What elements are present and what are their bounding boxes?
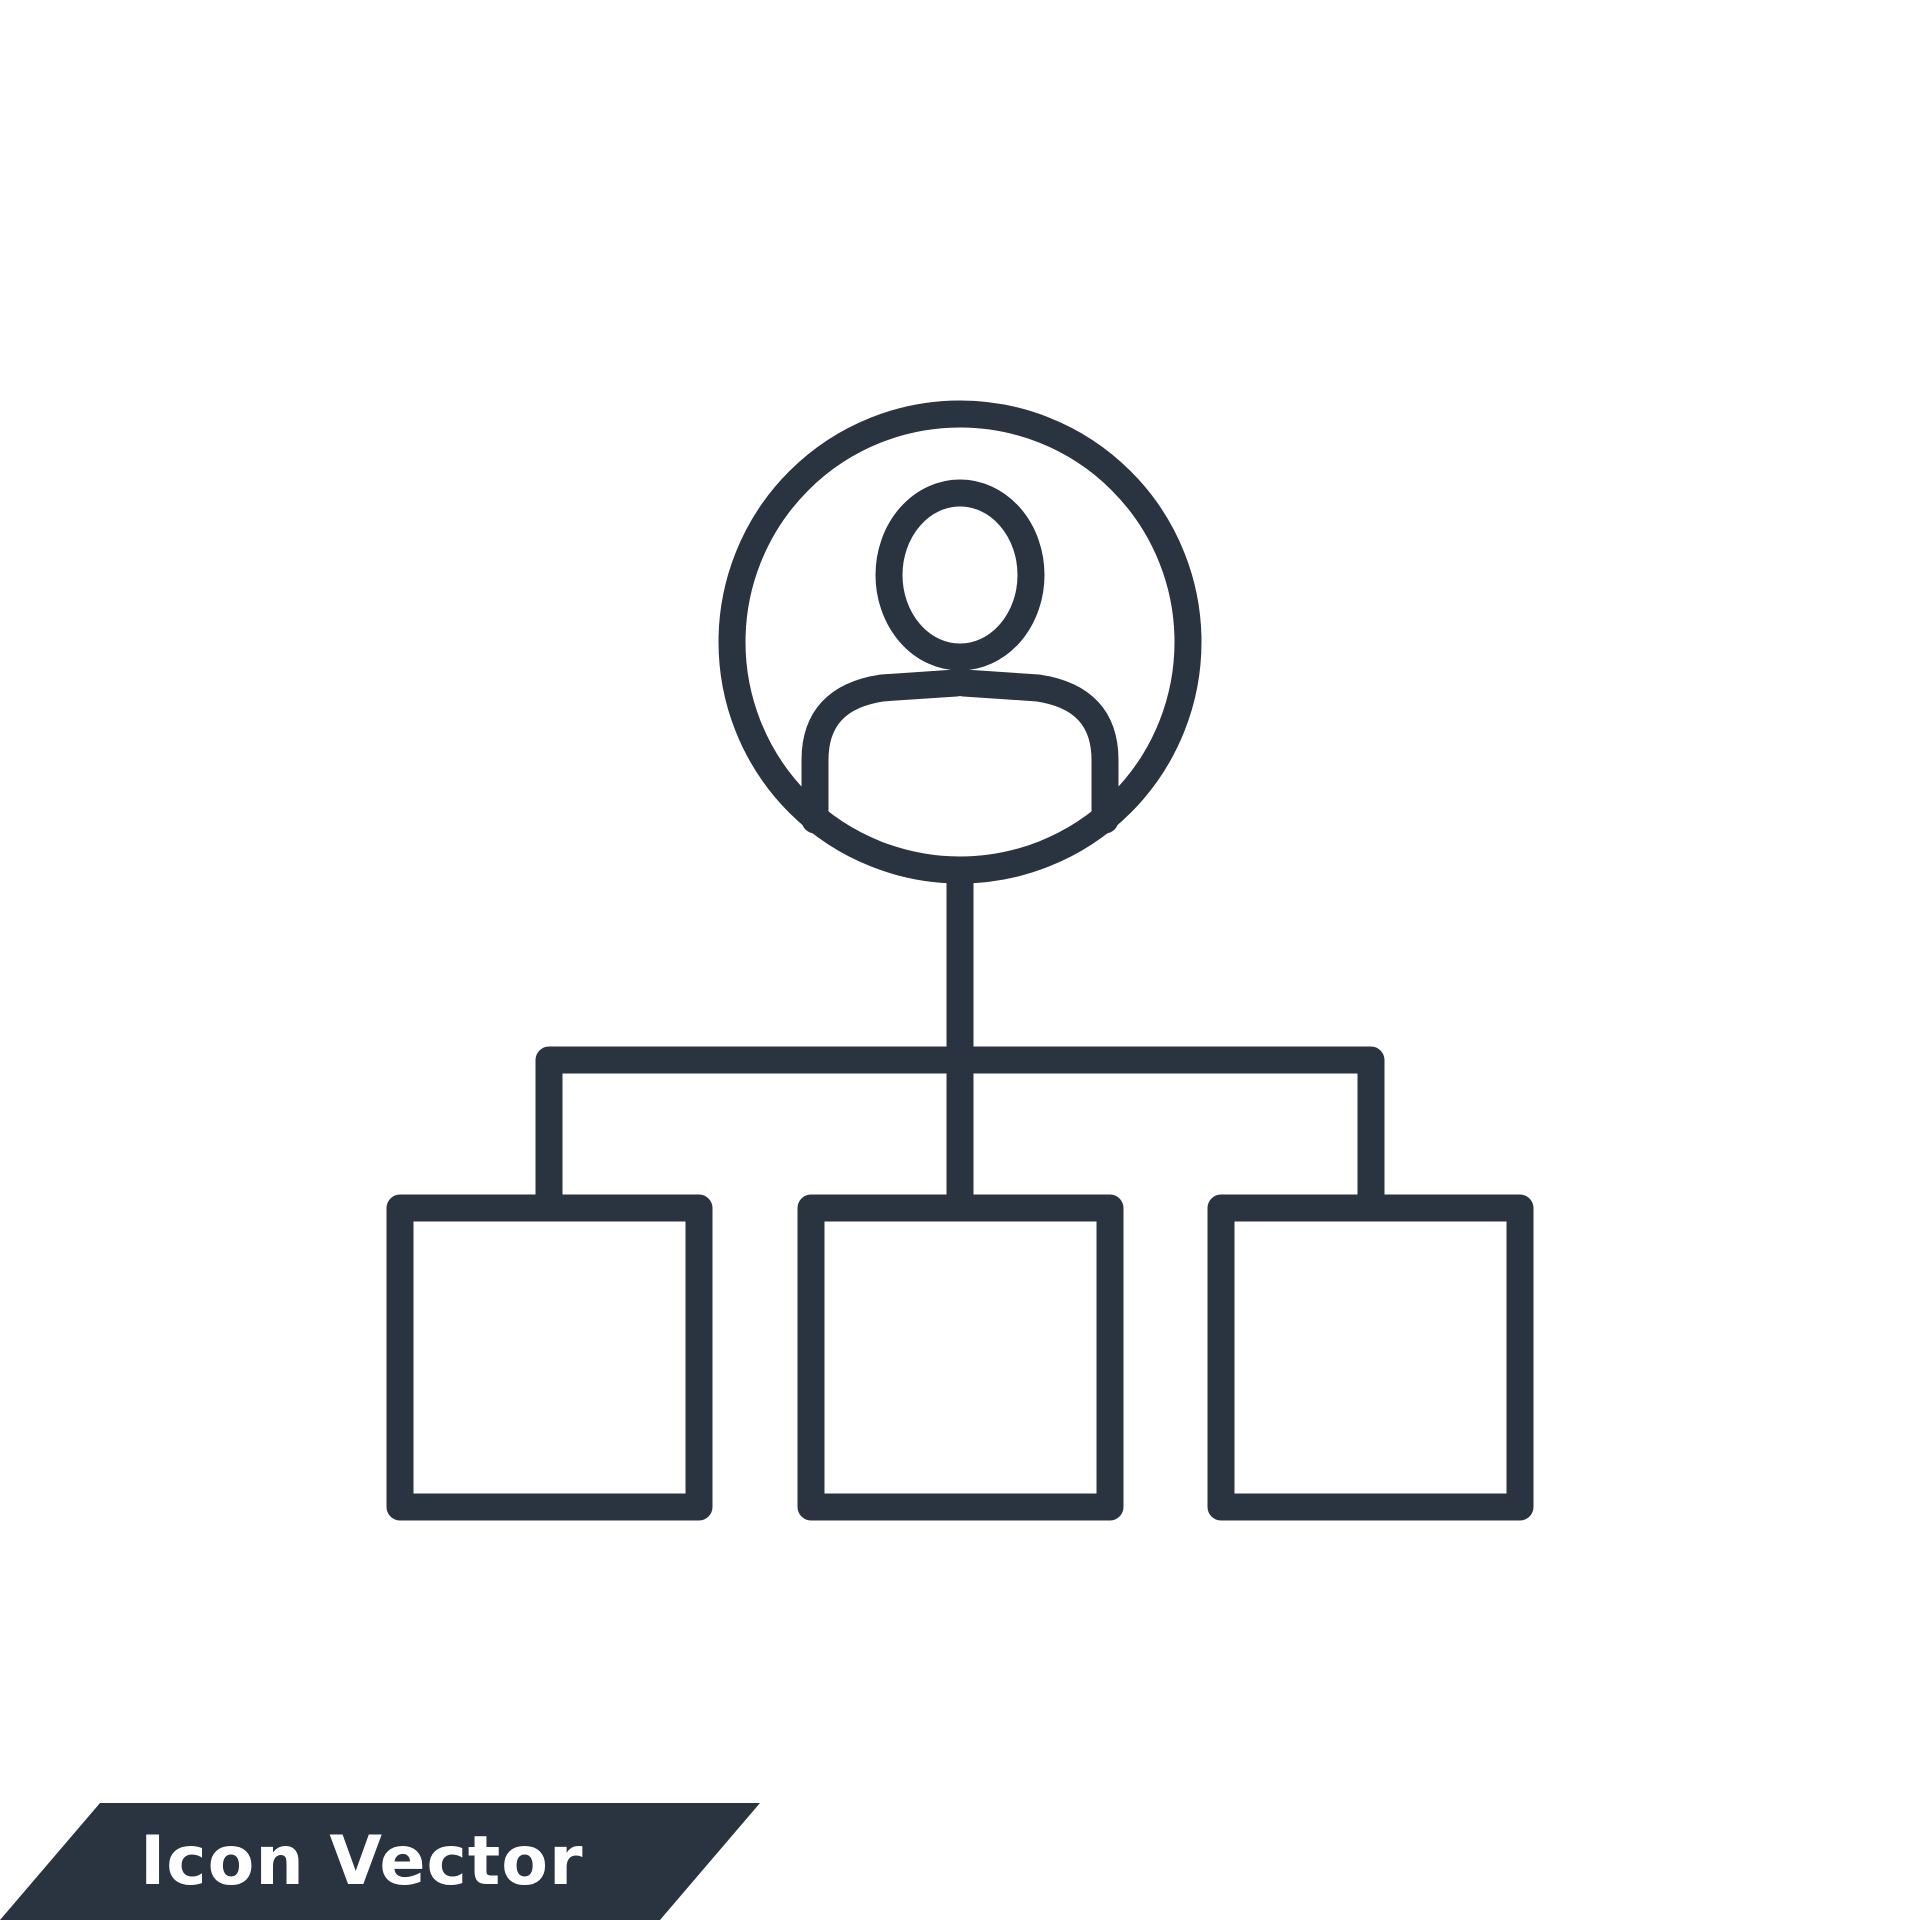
banner-background [0, 1803, 760, 1920]
child-box-center [797, 1194, 1124, 1521]
person-body-icon [801, 669, 1119, 834]
child-box-left [386, 1194, 713, 1521]
banner-label: Icon Vector [140, 1822, 584, 1901]
person-head-icon [875, 479, 1045, 671]
child-box-right [1207, 1194, 1534, 1521]
